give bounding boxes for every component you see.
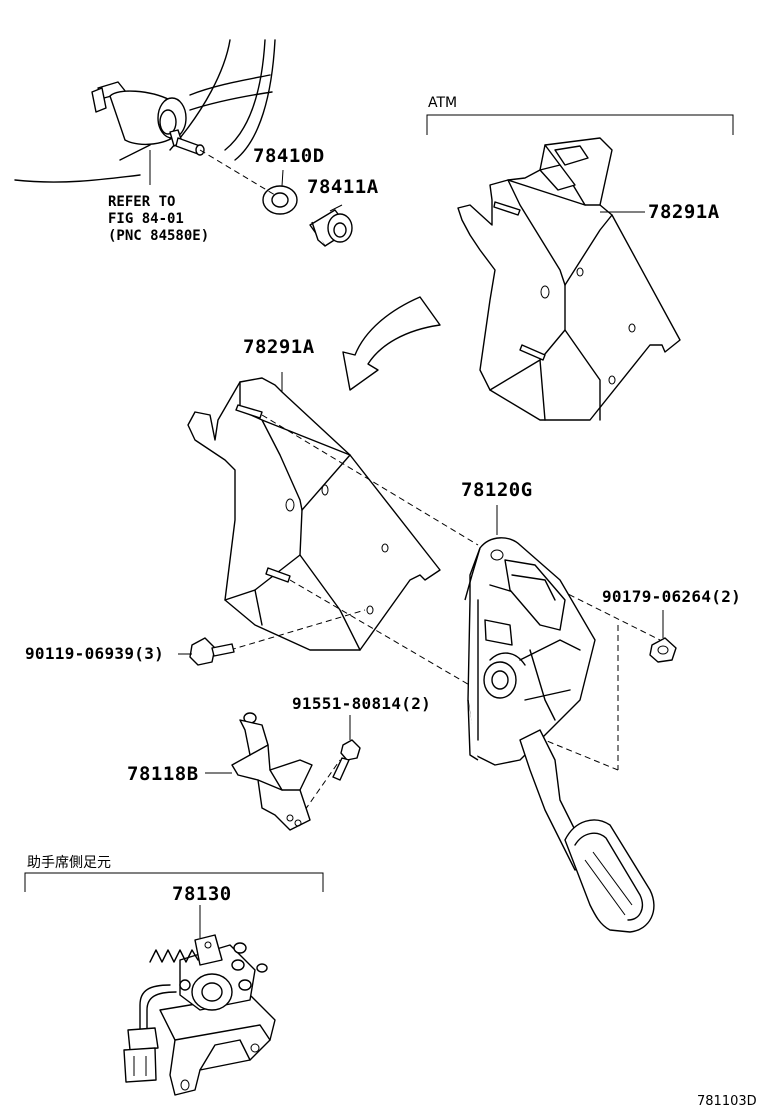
assembly-dashed-lines	[229, 414, 661, 811]
passenger-section-bracket	[24, 872, 324, 892]
assembly-78130-drawing	[123, 905, 276, 1096]
bracket-78118b-drawing	[205, 712, 313, 831]
callout-78291a-main[interactable]: 78291A	[243, 336, 315, 358]
refer-note[interactable]: REFER TO FIG 84-01 (PNC 84580E)	[108, 194, 209, 245]
nut-90179-drawing	[649, 610, 677, 663]
callout-78118b[interactable]: 78118B	[127, 763, 199, 785]
refer-note-line3: (PNC 84580E)	[108, 228, 210, 244]
direction-arrow-drawing	[342, 296, 441, 391]
callout-91551-80814[interactable]: 91551-80814(2)	[292, 694, 432, 713]
atm-bracket-drawing	[426, 114, 734, 421]
washer-78410d-drawing	[262, 169, 298, 215]
callout-78291a-atm[interactable]: 78291A	[648, 201, 720, 223]
pedal-bracket-78291a-drawing	[187, 372, 441, 651]
callout-90119-06939[interactable]: 90119-06939(3)	[25, 644, 165, 663]
stop-lamp-switch-drawing	[91, 81, 205, 185]
switch-to-washer-leader	[199, 149, 276, 196]
callout-78130[interactable]: 78130	[172, 883, 232, 905]
callout-90179-06264[interactable]: 90179-06264(2)	[602, 587, 742, 606]
refer-note-line2: FIG 84-01	[108, 211, 184, 227]
callout-78120g[interactable]: 78120G	[461, 479, 533, 501]
pedal-bracket-frame	[14, 39, 276, 183]
callout-78411a[interactable]: 78411A	[307, 176, 379, 198]
accelerator-pedal-78120g-drawing	[464, 505, 655, 933]
diagram-id: 781103D	[697, 1094, 757, 1109]
section-label-passenger-side: 助手席側足元	[27, 855, 111, 871]
bolt-91551-drawing	[332, 715, 361, 781]
section-label-atm: ATM	[428, 95, 458, 111]
refer-note-line1: REFER TO	[108, 194, 176, 210]
bolt-90119-drawing	[178, 637, 235, 666]
callout-78410d[interactable]: 78410D	[253, 145, 325, 167]
nut-78411a-drawing	[309, 204, 353, 247]
